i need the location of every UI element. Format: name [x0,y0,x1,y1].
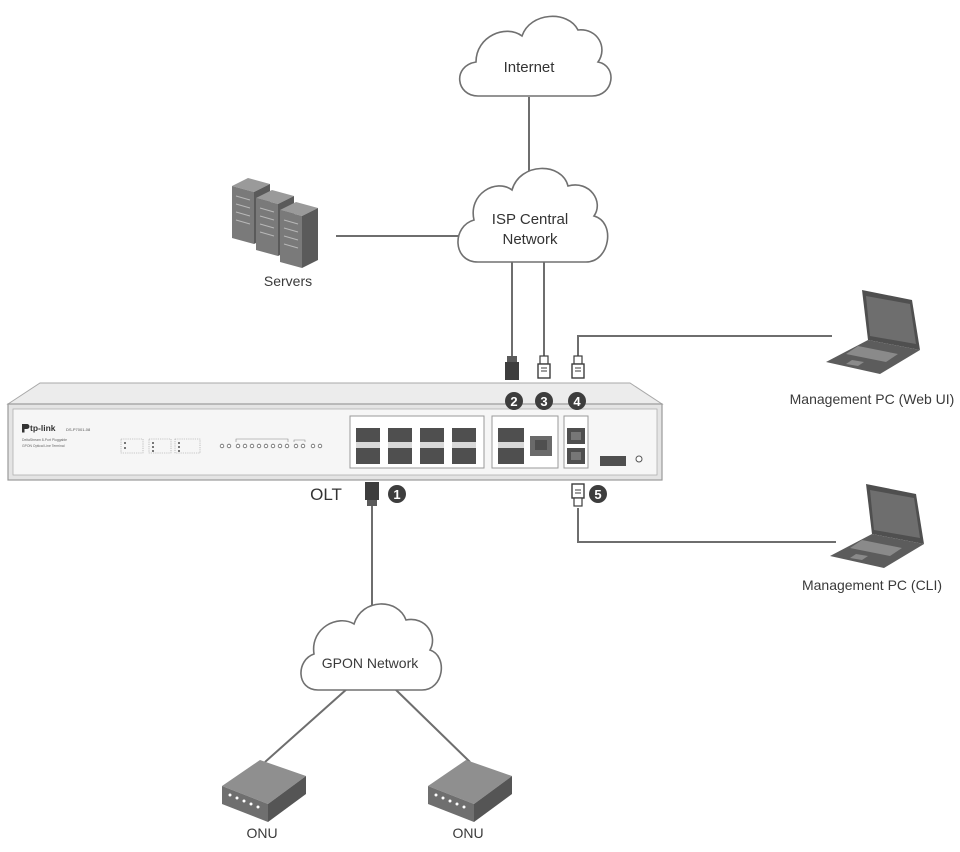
gpon-network-cloud: GPON Network [300,603,443,691]
olt-device: tp-link DS-P7001-08 DeltaStream 8-Port P… [6,382,664,481]
badge-5-text: 5 [594,487,601,502]
led-legend-marks [124,442,180,452]
gpon-label: GPON Network [322,655,419,671]
sfp-connector-icon [365,482,379,506]
reset-button [635,455,643,463]
device-desc-line2: GPON Optical Line Terminal [22,444,65,448]
onu-left-node: ONU [222,760,306,841]
tp-link-logo-icon [22,424,30,433]
management-pc-web-node: Management PC (Web UI) [790,290,955,407]
cloud-icon [458,15,612,97]
badge-3: 3 [535,392,553,410]
led-legend [120,438,201,454]
link-gpon-onu-left [264,687,349,763]
cloud-icon [457,167,609,263]
olt-top-surface [6,382,664,405]
pon-sfp-ports [356,428,476,464]
rj45-connector-icon [537,355,551,379]
olt-label: OLT [310,485,342,504]
uplink-sfp-ports [498,428,552,464]
onu-device-icon [428,760,512,822]
olt-front-panel [12,408,658,476]
badge-2: 2 [505,392,523,410]
usb-slot [600,456,626,466]
internet-label: Internet [504,59,556,76]
device-model: DS-P7001-08 [66,427,91,432]
internet-cloud: Internet [458,15,612,97]
connectors [365,355,585,507]
rj45-connector-icon [571,483,585,507]
status-leds [219,443,323,449]
port-badges: 1 2 3 4 5 [388,392,607,503]
device-desc-line1: DeltaStream 8-Port Pluggable [22,438,67,442]
servers-label: Servers [264,273,312,289]
sfp-connector-icon [505,356,519,380]
isp-label-line2: Network [502,231,558,248]
badge-4-text: 4 [573,394,581,409]
isp-label-line1: ISP Central [492,211,568,228]
onu-right-node: ONU [428,760,512,841]
mgmt-rj45-ports [567,428,585,464]
badge-2-text: 2 [510,394,517,409]
laptop-icon [830,484,924,568]
mgmt-cli-label: Management PC (CLI) [802,577,942,593]
onu-left-label: ONU [246,825,277,841]
badge-1: 1 [388,485,406,503]
link-mgmt-cli [577,508,836,543]
rj45-connector-icon [571,355,585,379]
badge-4: 4 [568,392,586,410]
link-gpon-onu-right [393,687,471,763]
cloud-icon [300,603,443,691]
management-pc-cli-node: Management PC (CLI) [802,484,942,593]
badge-3-text: 3 [540,394,547,409]
isp-central-network-cloud: ISP Central Network [457,167,609,263]
laptop-icon [826,290,920,374]
connection-lines [264,97,836,763]
led-group-bracket [235,438,306,442]
onu-right-label: ONU [452,825,483,841]
mgmt-web-label: Management PC (Web UI) [790,391,955,407]
servers-node: Servers [232,178,318,289]
badge-5: 5 [589,485,607,503]
device-brand: tp-link [30,423,56,433]
badge-1-text: 1 [393,487,400,502]
onu-device-icon [222,760,306,822]
server-rack-icon [232,178,318,268]
link-mgmt-web [577,335,832,358]
